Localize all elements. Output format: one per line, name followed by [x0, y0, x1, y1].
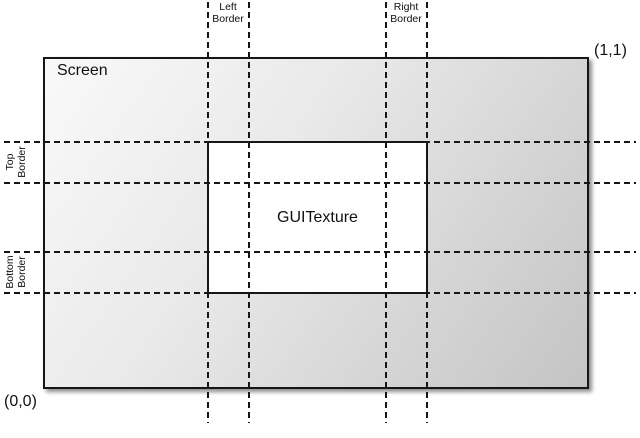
right-border-label-line1: Right [393, 1, 419, 13]
top-border-label-line2: Border [16, 146, 28, 178]
coordinate-origin-label: (0,0) [4, 393, 37, 410]
right-border-right-line [426, 2, 428, 423]
guitexture-label: GUITexture [277, 208, 358, 226]
bottom-border-label: Bottom Border [4, 248, 28, 296]
bottom-border-label-line1: Bottom [4, 255, 16, 289]
guitexture-rectangle [207, 141, 428, 294]
bottom-border-label-line2: Border [16, 256, 28, 288]
bottom-border-lower-line [4, 292, 636, 294]
right-border-left-line [385, 2, 387, 423]
screen-label: Screen [57, 62, 108, 79]
top-border-upper-line [4, 141, 636, 143]
right-border-label: Right Border [381, 1, 431, 25]
left-border-label-line1: Left [219, 1, 237, 13]
left-border-label: Left Border [203, 1, 253, 25]
coordinate-top-right-label: (1,1) [594, 42, 627, 59]
bottom-border-upper-line [4, 251, 636, 253]
left-border-label-line2: Border [212, 13, 244, 25]
top-border-label-line1: Top [4, 153, 16, 171]
top-border-label: Top Border [4, 138, 28, 186]
left-border-left-line [207, 2, 209, 423]
right-border-label-line2: Border [390, 13, 422, 25]
left-border-right-line [248, 2, 250, 423]
top-border-lower-line [4, 182, 636, 184]
